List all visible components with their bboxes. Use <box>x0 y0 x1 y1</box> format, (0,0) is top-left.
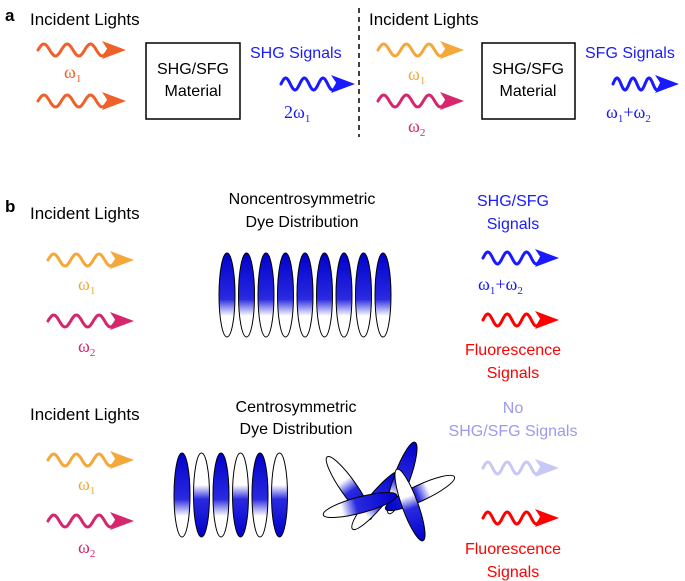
b-bottom-omega1-label: ω1 <box>78 474 95 497</box>
wave-line <box>481 510 543 526</box>
a-right-signal-wave <box>611 75 679 93</box>
dye-molecule <box>394 468 426 542</box>
a-left-wave-2 <box>36 92 126 110</box>
dye-molecule <box>218 252 236 338</box>
a-right-signal-label: ω1+ω2 <box>606 102 651 125</box>
b-bottom-fluor-line1: Fluorescence <box>465 541 561 558</box>
arrow-head-icon <box>535 311 559 329</box>
dye-molecule <box>316 252 333 338</box>
b-bottom-fluor-line2: Signals <box>487 564 539 581</box>
b-top-incident-title: Incident Lights <box>30 204 140 223</box>
wave-line <box>36 42 110 58</box>
arrow-head-icon <box>535 249 559 267</box>
dye-molecule <box>335 252 353 338</box>
a-right-box-line1: SHG/SFG <box>492 61 564 78</box>
a-right-incident-title: Incident Lights <box>369 10 479 29</box>
b-top-wave-omega1 <box>46 251 134 269</box>
b-bottom-wave-omega1 <box>46 451 134 469</box>
b-top-signal-line1: SHG/SFG <box>477 193 549 210</box>
dye-molecule <box>322 491 398 519</box>
a-left-omega-label: ω1 <box>64 62 81 85</box>
b-top-aligned-dyes <box>218 252 392 338</box>
a-right-box-line2: Material <box>500 83 557 100</box>
b-top-dist-line2: Dye Distribution <box>246 214 359 231</box>
arrow-head-icon <box>110 451 134 469</box>
arrow-head-icon <box>535 459 559 477</box>
dye-molecule <box>238 252 255 338</box>
a-left-wave-1 <box>36 41 126 59</box>
wave-line <box>46 313 118 329</box>
dye-molecule <box>173 452 191 538</box>
b-bottom-fluor-wave <box>481 509 559 527</box>
dye-molecule <box>277 252 294 338</box>
a-right-wave-omega2 <box>376 92 464 110</box>
a-right-omega1-label: ω1 <box>408 64 425 87</box>
a-right-signal-title: SFG Signals <box>585 45 675 62</box>
a-right-material-box <box>481 42 576 120</box>
dye-molecule <box>251 452 269 538</box>
b-bottom-omega2-label: ω2 <box>78 537 95 560</box>
b-bottom-dist-line2: Dye Distribution <box>240 421 353 438</box>
wave-line <box>481 460 543 476</box>
dye-molecule <box>232 452 249 538</box>
wave-line <box>481 312 543 328</box>
a-left-signal-wave <box>279 75 355 93</box>
wave-line <box>279 76 339 92</box>
arrow-head-icon <box>102 41 126 59</box>
b-bottom-alternating-dyes <box>173 452 288 538</box>
wave-line <box>46 252 118 268</box>
arrow-head-icon <box>102 92 126 110</box>
panel-b-label: b <box>5 197 15 216</box>
b-top-wave-omega2 <box>46 312 134 330</box>
wave-line <box>36 93 110 109</box>
arrow-head-icon <box>655 75 679 93</box>
a-right-wave-omega1 <box>376 41 464 59</box>
arrow-head-icon <box>535 509 559 527</box>
b-top-fluor-line1: Fluorescence <box>465 342 561 359</box>
arrow-head-icon <box>110 312 134 330</box>
panel-a-label: a <box>5 6 15 25</box>
dye-molecule <box>355 252 372 338</box>
a-left-incident-title: Incident Lights <box>30 10 140 29</box>
wave-line <box>376 93 448 109</box>
b-top-signal-wave <box>481 249 559 267</box>
b-top-omega2-label: ω2 <box>78 336 95 359</box>
a-left-signal-label: 2ω1 <box>284 102 310 125</box>
wave-line <box>611 76 663 92</box>
a-left-signal-title: SHG Signals <box>250 45 342 62</box>
dye-molecule <box>296 252 314 338</box>
dye-molecule <box>271 452 288 538</box>
b-top-fluor-wave <box>481 311 559 329</box>
b-bottom-incident-title: Incident Lights <box>30 405 140 424</box>
wave-line <box>376 42 448 58</box>
b-bottom-no-line1: No <box>503 400 524 417</box>
b-top-signal-line2: Signals <box>487 216 539 233</box>
b-top-signal-sum: ω1+ω2 <box>478 274 523 297</box>
b-bottom-no-line2: SHG/SFG Signals <box>449 423 578 440</box>
dye-molecule <box>257 252 275 338</box>
b-top-omega1-label: ω1 <box>78 274 95 297</box>
wave-line <box>481 250 543 266</box>
dye-molecule <box>193 452 210 538</box>
b-bottom-random-dyes <box>322 441 456 542</box>
b-bottom-faded-signal-wave <box>481 459 559 477</box>
arrow-head-icon <box>440 41 464 59</box>
arrow-head-icon <box>331 75 355 93</box>
arrow-head-icon <box>110 251 134 269</box>
a-left-box-line2: Material <box>165 83 222 100</box>
b-bottom-dist-line1: Centrosymmetric <box>236 399 357 416</box>
wave-line <box>46 452 118 468</box>
b-top-dist-line1: Noncentrosymmetric <box>229 191 376 208</box>
arrow-head-icon <box>110 512 134 530</box>
arrow-head-icon <box>440 92 464 110</box>
b-top-fluor-line2: Signals <box>487 365 539 382</box>
a-right-omega2-label: ω2 <box>408 116 425 139</box>
dye-molecule <box>212 452 230 538</box>
a-left-box-line1: SHG/SFG <box>157 61 229 78</box>
a-left-material-box <box>145 42 241 120</box>
b-bottom-wave-omega2 <box>46 512 134 530</box>
dye-molecule <box>374 252 392 338</box>
wave-line <box>46 513 118 529</box>
